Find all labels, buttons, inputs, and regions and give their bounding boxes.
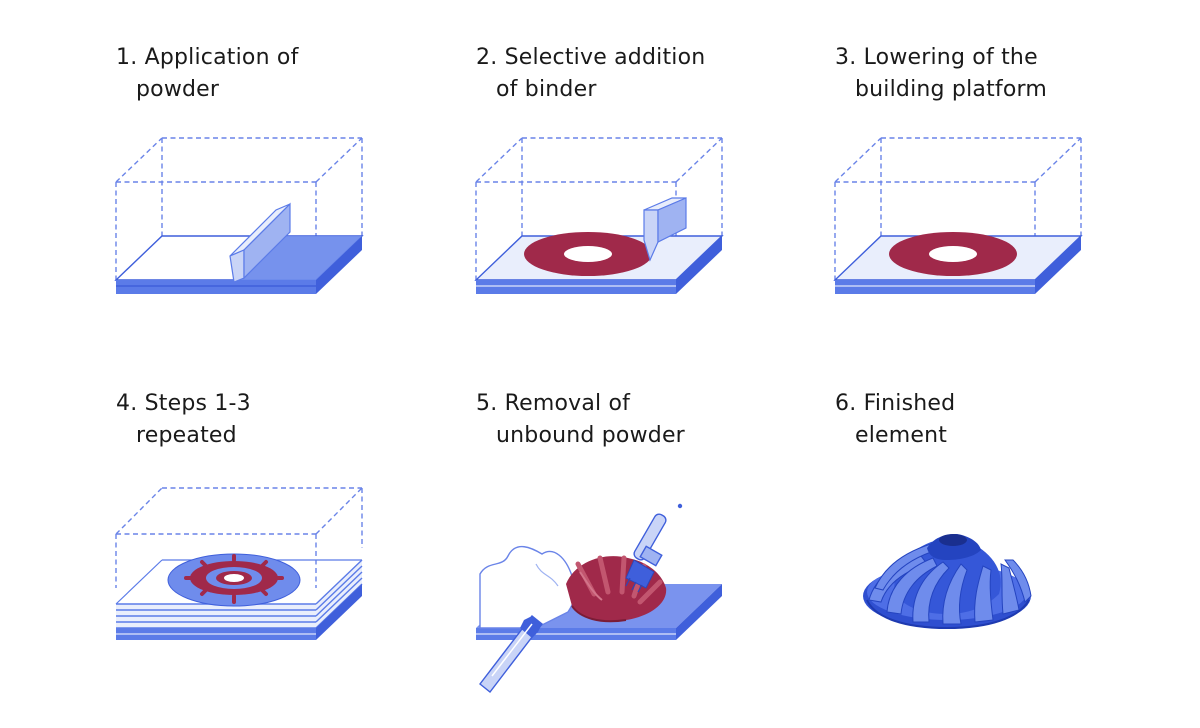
stacked-powder-layers	[115, 559, 363, 640]
step-number: 3.	[835, 45, 857, 70]
step-title-line1: Removal of	[504, 391, 631, 416]
powder-layer	[234, 236, 362, 280]
recoater-blade	[229, 202, 291, 283]
binder-addition-illustration	[474, 137, 724, 294]
step-title-line1: Steps 1-3	[144, 391, 251, 416]
step-6-label: 6. Finished element	[835, 388, 955, 452]
step-title-line2: unbound powder	[496, 423, 685, 448]
step-title-line2: element	[855, 423, 948, 448]
step-3-label: 3. Lowering of the building platform	[835, 42, 1047, 106]
step-number: 2.	[476, 45, 498, 70]
step-title-line2: building platform	[855, 77, 1047, 102]
platform-lowering-illustration	[833, 137, 1083, 294]
step-4-label: 4. Steps 1-3 repeated	[116, 388, 251, 452]
unbound-powder-pile	[479, 546, 578, 629]
partial-part-cross-section	[167, 553, 301, 607]
step-1: 1. Application of powder	[114, 42, 446, 382]
impeller-part-emerging	[566, 555, 667, 623]
vacuum-nozzle-icon	[479, 615, 543, 693]
step-title-line1: Finished	[863, 391, 956, 416]
step-title-line1: Application of	[144, 45, 299, 70]
repeated-layers-illustration	[115, 487, 363, 640]
step-6: 6. Finished element	[835, 388, 1165, 728]
step-4: 4. Steps 1-3 repeated	[115, 388, 446, 728]
step-title-line2: repeated	[136, 423, 237, 448]
print-head	[643, 197, 687, 262]
bound-ring-layer	[524, 232, 652, 276]
step-2-label: 2. Selective addition of binder	[476, 42, 705, 106]
step-number: 1.	[116, 45, 138, 70]
step-title-line2: powder	[136, 77, 220, 102]
step-number: 6.	[835, 391, 857, 416]
step-number: 5.	[476, 391, 498, 416]
step-title-line1: Selective addition	[504, 45, 706, 70]
step-3: 3. Lowering of the building platform	[833, 42, 1165, 382]
powder-application-illustration	[114, 137, 364, 294]
brush-icon	[625, 503, 683, 593]
step-5-label: 5. Removal of unbound powder	[476, 388, 685, 452]
step-5: 5. Removal of unbound powder	[476, 388, 806, 728]
step-title-line1: Lowering of the	[863, 45, 1038, 70]
step-title-line2: of binder	[496, 77, 597, 102]
step-1-label: 1. Application of powder	[116, 42, 299, 106]
step-number: 4.	[116, 391, 138, 416]
bound-ring-layer	[889, 232, 1017, 276]
step-2: 2. Selective addition of binder	[474, 42, 806, 382]
finished-impeller-illustration	[863, 534, 1032, 630]
build-volume-outline	[115, 487, 363, 588]
powder-removal-illustration	[476, 503, 722, 693]
impeller-part	[863, 534, 1032, 630]
